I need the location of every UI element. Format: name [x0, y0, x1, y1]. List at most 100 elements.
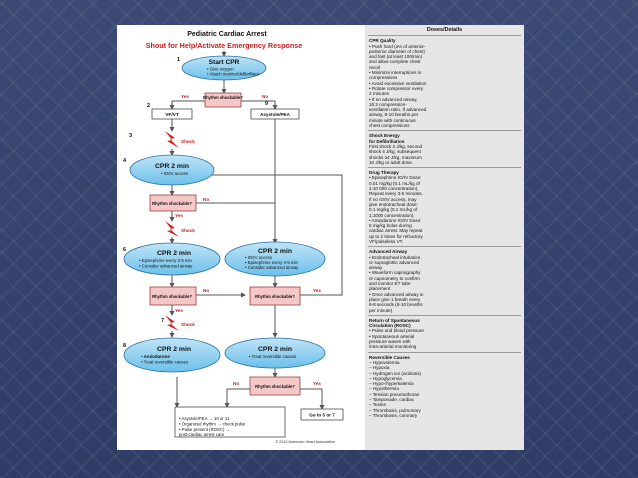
section-item: • Amiodarone IO/IV Dose: 5 mg/kg bolus d…: [369, 217, 423, 244]
yes-label: Yes: [313, 381, 321, 386]
step-line: post-cardiac arrest care: [179, 432, 225, 437]
panel-section: Drug Therapy• Epinephrine IO/IV Dose: 0.…: [369, 170, 520, 244]
shock-label: Shock: [181, 139, 195, 144]
algorithm-subtitle: Shout for Help/Activate Emergency Respon…: [146, 41, 303, 50]
section-item: • Push hard (≥⅓ of anterior- posterior d…: [369, 43, 426, 70]
step-number: 1: [177, 57, 180, 63]
copyright-note: © 2010 American Heart Association: [275, 440, 335, 444]
section-item: – Thrombosis, coronary: [369, 412, 418, 418]
step-12-box: [174, 406, 286, 438]
rhythm-check-label: Rhythm shockable?: [255, 294, 295, 299]
shock-label: Shock: [181, 322, 195, 327]
cpr-oval-11: [224, 337, 326, 369]
panel-header: Doses/Details: [368, 25, 521, 37]
section-item: – Tamponade, cardiac: [369, 397, 415, 402]
asystole-pea-box: [250, 108, 300, 120]
section-divider: [368, 246, 521, 248]
section-title: Return of Spontaneous Circulation (ROSC): [369, 317, 420, 329]
step-line: • Consider advanced airway: [245, 265, 299, 270]
rhythm-check-label: Rhythm shockable?: [152, 201, 192, 206]
section-item: First shock 2 J/kg, second shock 4 J/kg,…: [369, 143, 423, 165]
section-item: • Waveform capnography or capnometry to …: [369, 270, 421, 292]
rhythm-check-box: [149, 194, 197, 212]
step-line: • IO/IV access: [245, 255, 272, 260]
goto-label: Go to 5 or 7: [309, 413, 335, 418]
start-cpr-oval: [181, 55, 267, 81]
section-item: – Hypoxia: [369, 365, 390, 371]
step-number: 2: [147, 103, 150, 109]
cpr-oval-6: [123, 242, 221, 276]
step-line: • Consider advanced airway: [139, 264, 193, 269]
step-line: • Pulse present (ROSC) →: [179, 427, 230, 432]
no-label: No: [203, 197, 209, 202]
step-title: CPR 2 min: [157, 346, 191, 353]
step-line: • Epinephrine every 3-5 min: [245, 260, 298, 265]
asystole-pea-label: Asystole/PEA: [260, 112, 291, 117]
section-item: – Tension pneumothorax: [369, 391, 420, 397]
step-line: • Give oxygen: [207, 67, 234, 72]
panel-section: Reversible Causes– Hypovolemia– Hypoxia–…: [369, 355, 520, 419]
shock-bolt-icon: [165, 131, 179, 148]
step-line: • Treat reversible causes: [141, 360, 188, 365]
step-line: • IO/IV access: [161, 171, 188, 176]
section-divider: [368, 130, 521, 132]
cpr-oval-4: [129, 154, 215, 186]
cpr-oval-8: [123, 337, 221, 373]
flowchart: Pediatric Cardiac Arrest Shout for Help/…: [123, 31, 344, 444]
step-title: CPR 2 min: [157, 250, 191, 257]
step-line: • Amiodarone: [141, 354, 170, 359]
yes-label: Yes: [175, 308, 183, 313]
step-title: CPR 2 min: [258, 346, 292, 353]
section-item: • Once advanced airway in place give 1 b…: [369, 291, 424, 313]
algorithm-title: Pediatric Cardiac Arrest: [187, 31, 267, 38]
step-title: CPR 2 min: [155, 163, 189, 170]
section-title: Reversible Causes: [369, 354, 410, 360]
section-divider: [368, 314, 521, 316]
section-item: – Hypo-/hyperkalemia: [369, 381, 414, 387]
section-item: – Hydrogen ion (acidosis): [369, 370, 422, 376]
section-title: Advanced Airway: [369, 249, 408, 255]
vf-vt-label: VF/VT: [165, 112, 179, 118]
rhythm-check-box: [249, 286, 301, 306]
rhythm-check-box: [249, 376, 301, 396]
section-divider: [368, 167, 521, 169]
section-title: Shock Energy for Defibrillation: [369, 133, 405, 144]
yes-label: Yes: [175, 213, 183, 218]
panel-section: Return of Spontaneous Circulation (ROSC)…: [369, 318, 520, 350]
section-item: – Hypovolemia: [369, 359, 400, 365]
step-number: 8: [123, 343, 126, 349]
cpr-oval-10: [224, 241, 326, 277]
step-title: CPR 2 min: [258, 248, 292, 255]
step-number: 7: [161, 318, 164, 324]
shock-label: Shock: [181, 228, 195, 233]
step-number: 3: [129, 133, 132, 139]
section-item: • Endotracheal intubation or supraglotti…: [369, 254, 421, 271]
section-item: • Pulse and blood pressure: [369, 328, 424, 334]
no-label: No: [203, 288, 209, 293]
step-line: • Treat reversible causes: [249, 354, 296, 359]
panel-section: CPR Quality• Push hard (≥⅓ of anterior- …: [369, 38, 520, 128]
step-number: 9: [265, 101, 268, 107]
section-title: CPR Quality: [369, 38, 396, 44]
section-item: – Thrombosis, pulmonary: [369, 407, 421, 413]
rhythm-check-label: Rhythm shockable?: [152, 294, 192, 299]
rhythm-check-label: Rhythm shockable?: [203, 95, 243, 100]
panel-sections: CPR Quality• Push hard (≥⅓ of anterior- …: [365, 38, 524, 418]
panel-section: Advanced Airway• Endotracheal intubation…: [369, 249, 520, 313]
yes-label: Yes: [313, 288, 321, 293]
section-item: • Epinephrine IO/IV Dose: 0.01 mg/kg (0.…: [369, 175, 423, 218]
section-item: – Toxins: [369, 402, 386, 408]
doses-details-panel: Doses/Details CPR Quality• Push hard (≥⅓…: [365, 25, 524, 450]
step-title: Start CPR: [209, 59, 240, 66]
section-item: • Avoid excessive ventilation: [369, 80, 427, 86]
shock-bolt-icon: [165, 315, 179, 331]
goto-box: [300, 408, 344, 421]
rhythm-check-box: [149, 286, 197, 306]
section-divider: [368, 351, 521, 353]
step-number: 6: [123, 247, 126, 253]
vf-vt-box: [151, 108, 193, 120]
step-line: • Epinephrine every 3-5 min: [139, 258, 192, 263]
section-item: • If no advanced airway, 15:2 compressio…: [369, 96, 427, 129]
yes-label: Yes: [181, 94, 189, 99]
